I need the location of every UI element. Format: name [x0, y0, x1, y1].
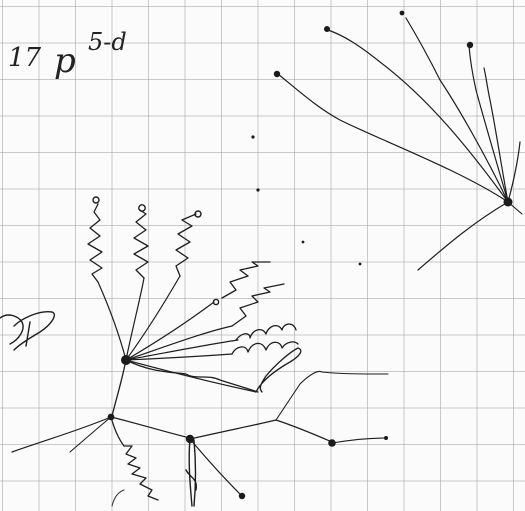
right-branch-5: [125, 359, 257, 393]
branch-5: [483, 67, 509, 203]
right-branch-6: [125, 359, 259, 393]
stray-dot-1: [251, 135, 255, 139]
branch-4-tip: [466, 41, 474, 49]
far-right-extension: [331, 437, 387, 444]
branch-4: [468, 45, 509, 203]
far-right-end: [384, 436, 388, 440]
down-right-tip: [238, 492, 246, 500]
right-branch-2: [125, 325, 233, 361]
trunk-down: [111, 359, 127, 417]
right-branch-3-scribble: [235, 323, 297, 341]
right-branch-3: [125, 339, 239, 361]
top-right-cluster: [273, 10, 523, 271]
right-branch-1-tip: [212, 298, 220, 306]
branch-2: [327, 29, 509, 203]
right-branch-4: [125, 353, 233, 361]
up-branch-2-coil: [133, 209, 149, 279]
down-loop: [185, 438, 198, 507]
stray-dot-2: [256, 188, 260, 192]
up-branch-3-coil: [175, 213, 197, 277]
far-right-branch: [189, 419, 333, 443]
branch-1-tip: [273, 70, 281, 78]
lower-coil-branch: [110, 416, 159, 501]
up-branch-2-tip: [138, 204, 146, 212]
lower-left-cluster: [11, 196, 389, 507]
stray-dot-4: [358, 262, 362, 266]
lower-main-branch: [110, 416, 191, 439]
stray-dot-3: [301, 240, 305, 244]
right-branch-5-loop: [255, 347, 302, 393]
up-branch-1: [97, 281, 127, 361]
stray-marks: [251, 135, 362, 266]
right-branch-4-scribble: [231, 341, 299, 355]
lower-left-branch: [11, 416, 112, 453]
branch-3: [405, 17, 509, 203]
bottom-left-stroke: [111, 489, 125, 507]
right-branch-2-scribble: [231, 283, 285, 327]
up-branch-1-tip: [92, 196, 100, 204]
branch-2-tip: [324, 26, 330, 32]
up-branch-3-tip: [194, 210, 202, 218]
handwritten-note: 17 p 5-d: [8, 28, 127, 81]
branch-7: [417, 201, 509, 271]
right-branch-1: [125, 301, 215, 361]
up-branch-3: [125, 275, 181, 361]
branch-3-tip: [399, 10, 405, 16]
branch-8: [507, 201, 523, 215]
branch-1: [277, 73, 509, 203]
lower-left-branch-2: [69, 416, 112, 453]
note-exponent: 5-d: [88, 28, 127, 56]
down-right-branch: [189, 438, 241, 495]
up-branch-2: [125, 277, 145, 361]
branch-6: [507, 141, 521, 203]
note-number: 17: [8, 43, 42, 73]
up-branch-1-coil: [87, 203, 103, 283]
upper-right-arm: [275, 370, 389, 421]
note-letter: p: [54, 41, 76, 81]
right-branch-1-scribble: [221, 261, 271, 299]
left-scribble: [0, 311, 56, 351]
